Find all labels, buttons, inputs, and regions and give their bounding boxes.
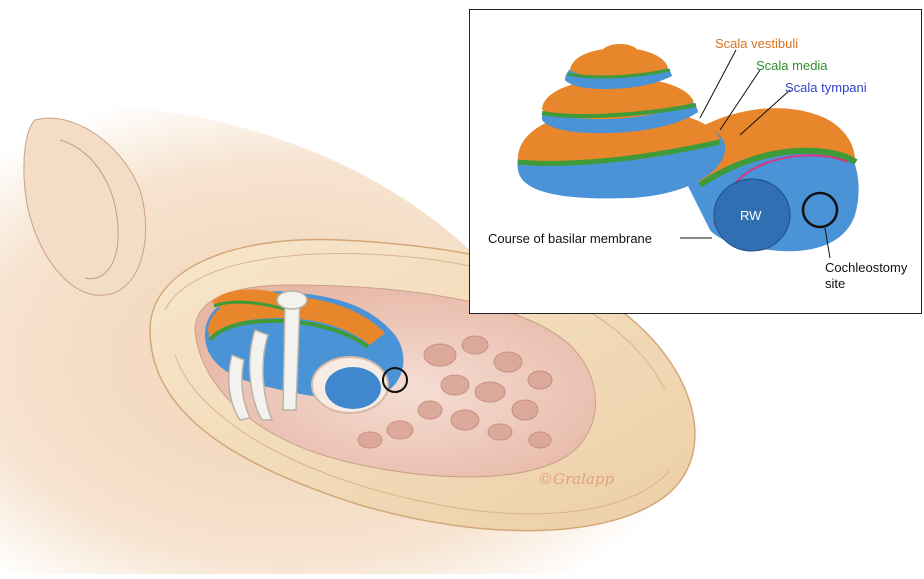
label-scala-vestibuli: Scala vestibuli (715, 36, 798, 51)
apex-tip (602, 44, 638, 60)
label-round-window: RW (740, 208, 761, 223)
label-scala-tympani: Scala tympani (785, 80, 867, 95)
label-scala-media: Scala media (756, 58, 828, 73)
cochlea-inset: Scala vestibuli Scala media Scala tympan… (469, 9, 922, 314)
label-cochleostomy-site: site (825, 276, 845, 291)
label-cochleostomy: Cochleostomy (825, 260, 907, 275)
artist-signature: ©Gralapp (538, 470, 614, 488)
surgical-round-window (325, 367, 381, 409)
label-basilar-membrane: Course of basilar membrane (488, 231, 652, 246)
